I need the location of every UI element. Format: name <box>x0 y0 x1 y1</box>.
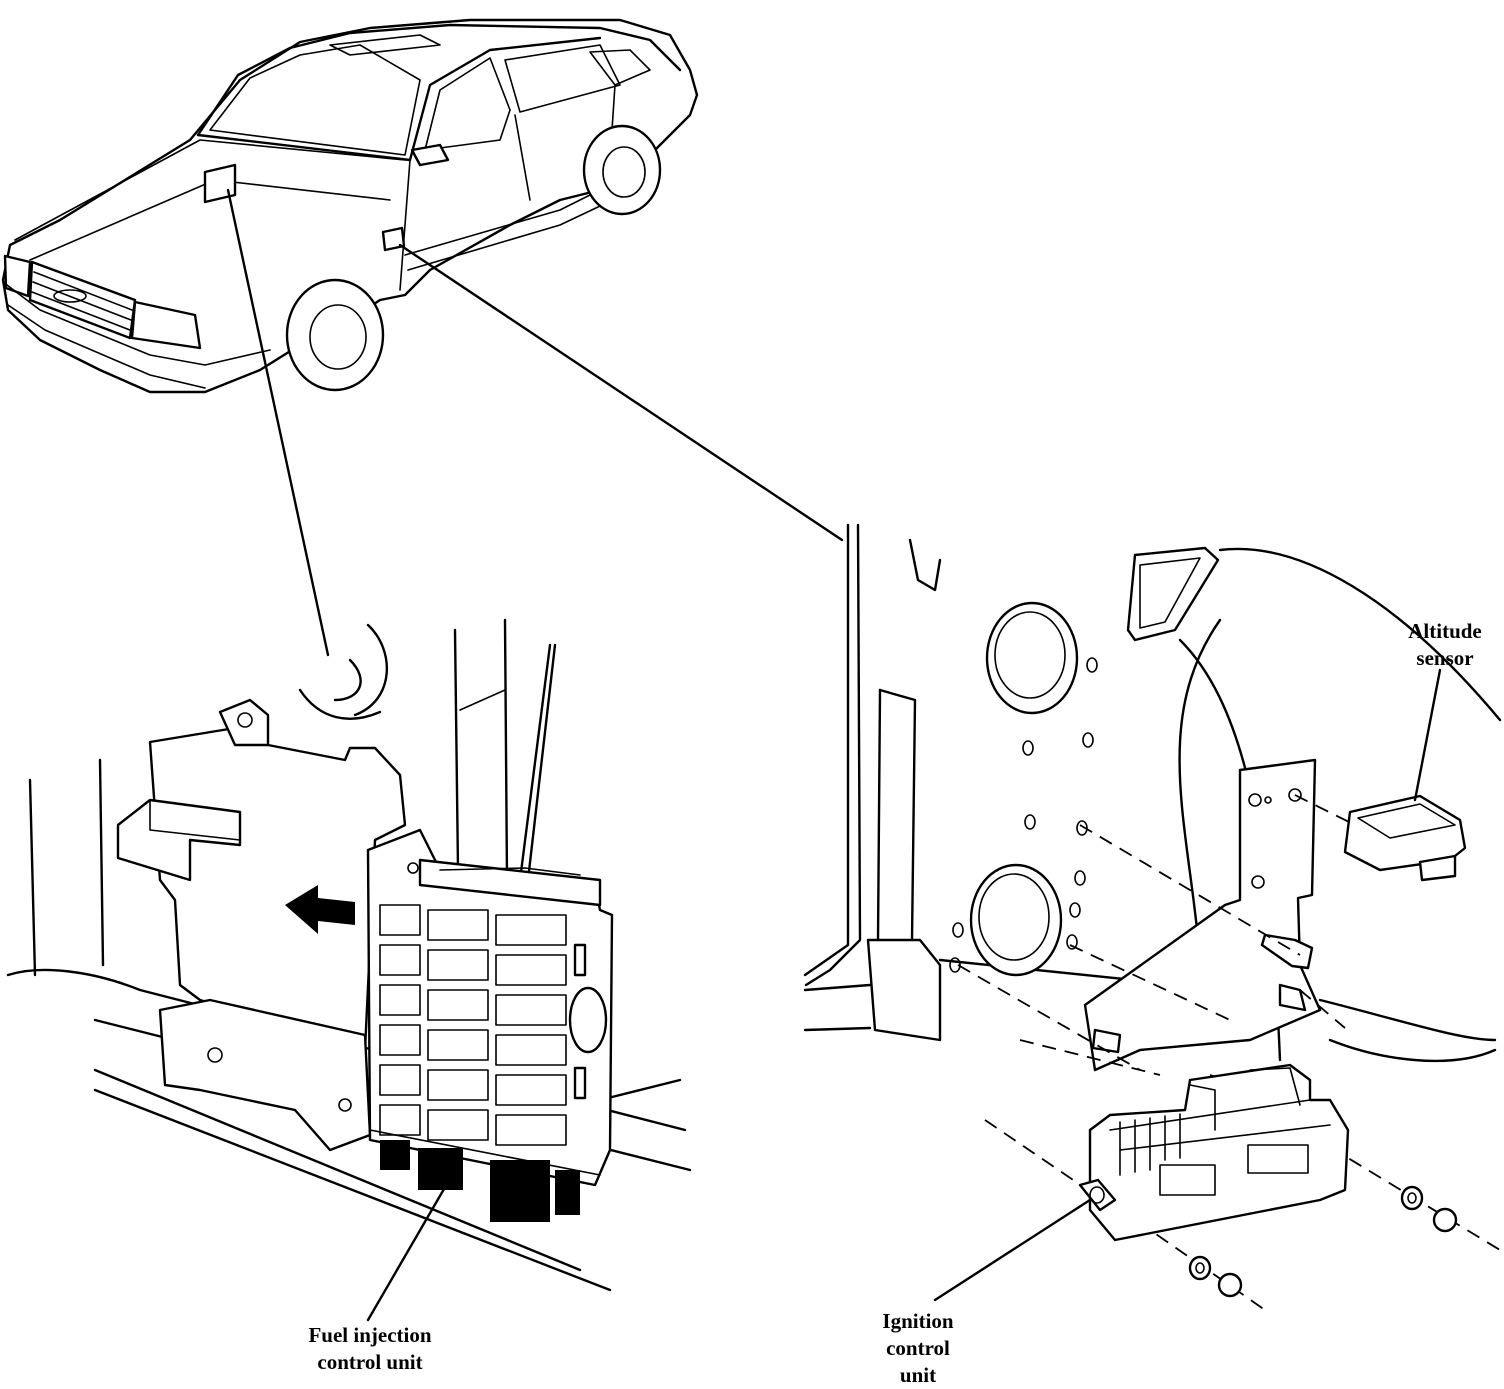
fuel-injection-label-line-1: Fuel injection <box>308 1323 432 1347</box>
fuel-injection-label-line-2: control unit <box>317 1350 423 1374</box>
ignition-label-line-2: control <box>886 1336 950 1360</box>
fuel-injection-control-unit <box>366 828 614 1222</box>
fuel-injection-control-unit-label: Fuel injection control unit <box>270 1322 470 1376</box>
altitude-sensor <box>1343 794 1467 882</box>
ignition-label-line-1: Ignition <box>882 1309 954 1333</box>
callout-leader-lines <box>226 188 844 657</box>
ignition-altitude-detail <box>803 523 1502 1311</box>
car-illustration <box>1 18 699 394</box>
altitude-sensor-label-line-2: sensor <box>1416 646 1474 670</box>
ignition-control-unit <box>1078 1063 1350 1242</box>
fuel-injection-detail <box>6 618 692 1322</box>
ignition-control-unit-label: Ignition control unit <box>858 1308 978 1389</box>
altitude-sensor-label: Altitude sensor <box>1390 618 1500 672</box>
altitude-sensor-label-line-1: Altitude <box>1408 619 1482 643</box>
ignition-label-line-3: unit <box>899 1363 937 1387</box>
